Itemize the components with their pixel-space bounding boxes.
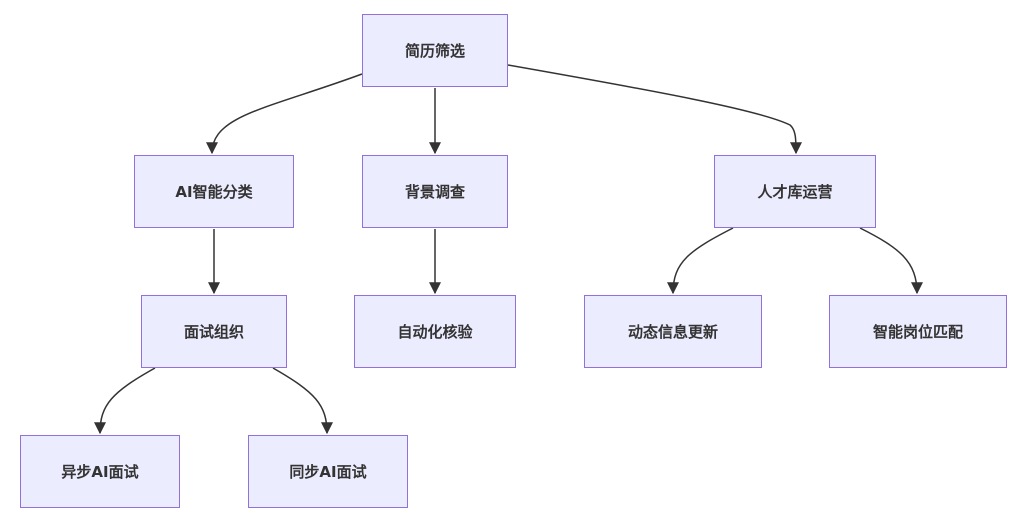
edge-resume-to-ai-class xyxy=(206,73,363,155)
edge-resume-to-talent xyxy=(507,64,802,155)
node-interview-org: 面试组织 xyxy=(141,295,287,368)
node-auto-verify: 自动化核验 xyxy=(354,295,516,368)
node-background-check: 背景调查 xyxy=(362,155,508,228)
node-resume-screening: 简历筛选 xyxy=(362,14,508,87)
edge-talent-to-dynamic xyxy=(667,227,734,295)
node-ai-classification: AI智能分类 xyxy=(134,155,294,228)
edge-interview-to-async xyxy=(94,367,156,435)
edge-talent-to-match xyxy=(859,227,923,295)
node-sync-ai-interview: 同步AI面试 xyxy=(248,435,408,508)
node-smart-match: 智能岗位匹配 xyxy=(829,295,1007,368)
node-dynamic-update: 动态信息更新 xyxy=(584,295,762,368)
edge-interview-to-sync xyxy=(272,367,333,435)
node-async-ai-interview: 异步AI面试 xyxy=(20,435,180,508)
node-talent-pool: 人才库运营 xyxy=(714,155,876,228)
